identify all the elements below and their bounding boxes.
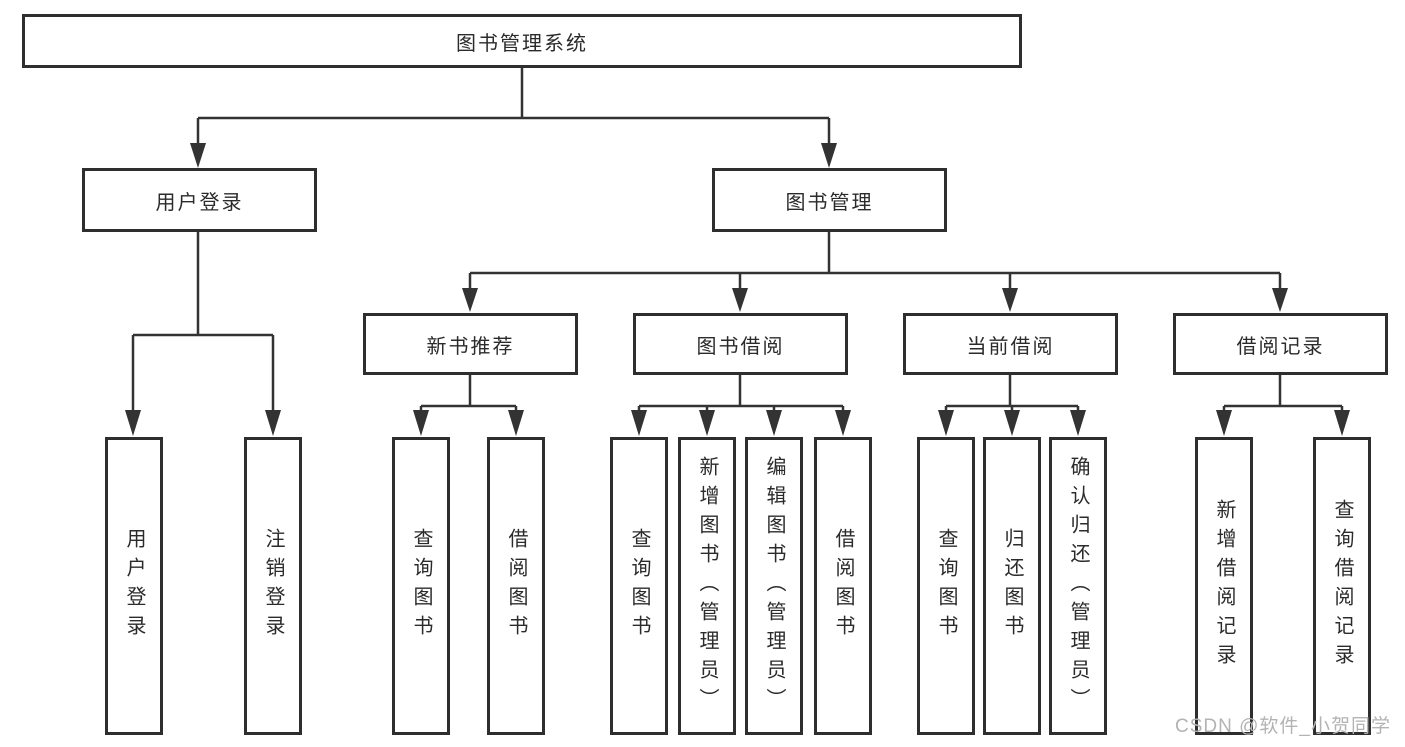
- arrowheads-user-login: [125, 410, 281, 436]
- leaf-user-login: 用户登录: [105, 437, 163, 735]
- node-label: 当前借阅: [966, 335, 1055, 358]
- connector-root-to-level2: [196, 68, 831, 145]
- leaf-borrow-books: 借阅图书: [814, 437, 872, 735]
- connector-new-book-recommend-to-leaves: [419, 375, 518, 412]
- arrow-down-icon: [1334, 410, 1350, 436]
- arrow-down-icon: [938, 410, 954, 436]
- node-label: 图书管理: [785, 191, 874, 214]
- arrow-down-icon: [1070, 410, 1086, 436]
- node-borrow-records: 借阅记录: [1173, 313, 1388, 375]
- arrow-down-icon: [821, 143, 837, 168]
- node-user-login: 用户登录: [82, 168, 317, 232]
- arrow-down-icon: [462, 288, 478, 312]
- arrowheads-book-borrow: [631, 410, 851, 436]
- arrow-down-icon: [1002, 288, 1018, 312]
- node-label: 归还图书: [1001, 528, 1023, 644]
- arrow-down-icon: [699, 410, 715, 436]
- arrow-down-icon: [265, 410, 281, 436]
- leaf-borrow-books: 借阅图书: [487, 437, 545, 735]
- arrow-down-icon: [190, 143, 206, 168]
- leaf-query-borrow-record: 查询借阅记录: [1313, 437, 1371, 735]
- node-root-system: 图书管理系统: [22, 14, 1022, 68]
- node-label: 新书推荐: [426, 335, 515, 358]
- node-book-management: 图书管理: [712, 168, 947, 232]
- arrow-down-icon: [1216, 410, 1232, 436]
- node-label: 确认归还（管理员）: [1067, 455, 1089, 717]
- arrowheads-current-borrow: [938, 410, 1086, 436]
- arrow-down-icon: [835, 410, 851, 436]
- arrow-down-icon: [631, 410, 647, 436]
- node-label: 新增图书（管理员）: [696, 455, 718, 717]
- node-label: 图书管理系统: [456, 32, 588, 55]
- connector-book-borrow-to-leaves: [637, 375, 845, 412]
- node-label: 查询图书: [935, 528, 957, 644]
- arrowheads-new-book-recommend: [413, 410, 524, 436]
- leaf-query-books: 查询图书: [917, 437, 975, 735]
- arrow-down-icon: [766, 410, 782, 436]
- node-new-book-recommend: 新书推荐: [363, 313, 578, 375]
- leaf-add-books-admin: 新增图书（管理员）: [678, 437, 736, 735]
- arrow-down-icon: [413, 410, 429, 436]
- leaf-query-books: 查询图书: [392, 437, 450, 735]
- node-label: 查询借阅记录: [1331, 499, 1353, 673]
- leaf-confirm-return-admin: 确认归还（管理员）: [1049, 437, 1107, 735]
- connector-borrow-records-to-leaves: [1222, 375, 1344, 412]
- arrow-down-icon: [508, 410, 524, 436]
- node-book-borrow: 图书借阅: [633, 313, 848, 375]
- arrow-down-icon: [125, 410, 141, 436]
- arrow-down-icon: [1004, 410, 1020, 436]
- leaf-add-borrow-record: 新增借阅记录: [1195, 437, 1253, 735]
- leaf-query-books: 查询图书: [610, 437, 668, 735]
- watermark: CSDN @软件_小贺同学: [1175, 716, 1391, 737]
- node-label: 编辑图书（管理员）: [763, 455, 785, 717]
- node-label: 新增借阅记录: [1213, 499, 1235, 673]
- node-label: 借阅图书: [505, 528, 527, 644]
- arrow-down-icon: [1272, 288, 1288, 312]
- node-label: 查询图书: [410, 528, 432, 644]
- node-label: 查询图书: [628, 528, 650, 644]
- node-label: 用户登录: [155, 191, 244, 214]
- node-current-borrow: 当前借阅: [903, 313, 1118, 375]
- connector-user-login-to-leaves: [131, 232, 275, 412]
- connector-current-borrow-to-leaves: [944, 375, 1080, 412]
- node-label: 图书借阅: [696, 335, 785, 358]
- arrowheads-borrow-records: [1216, 410, 1350, 436]
- node-label: 借阅记录: [1236, 335, 1325, 358]
- node-label: 注销登录: [262, 528, 284, 644]
- arrowheads-book-management: [462, 288, 1288, 312]
- arrowheads-root-to-level2: [190, 143, 837, 168]
- leaf-edit-books-admin: 编辑图书（管理员）: [745, 437, 803, 735]
- connector-book-management-to-level3: [468, 232, 1282, 290]
- leaf-logout: 注销登录: [244, 437, 302, 735]
- leaf-return-books: 归还图书: [983, 437, 1041, 735]
- arrow-down-icon: [732, 288, 748, 312]
- node-label: 用户登录: [123, 528, 145, 644]
- node-label: 借阅图书: [832, 528, 854, 644]
